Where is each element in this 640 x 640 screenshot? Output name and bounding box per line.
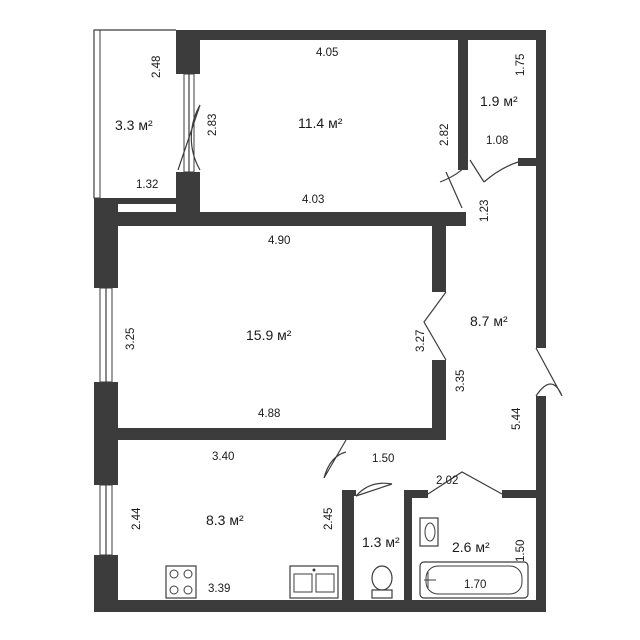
living-right-wall-upper (432, 226, 446, 292)
storage-area: 1.9 м² (480, 93, 518, 109)
bedroom-left-wall-bottom (176, 172, 200, 216)
hall-area: 8.7 м² (470, 313, 508, 329)
bath-top-wall-left (404, 490, 428, 498)
room-labels: 3.3 м² 1.32 2.48 11.4 м² 4.05 4.03 2.83 … (115, 47, 527, 595)
bedroom-area: 11.4 м² (298, 115, 343, 131)
storage-door (469, 159, 519, 183)
bathroom-door (427, 471, 503, 495)
toilet-bath-divider (404, 496, 412, 602)
hall-middle-dim: 3.35 (455, 370, 467, 392)
bedroom-left-wall-top (176, 30, 200, 74)
right-wall-lower (536, 396, 546, 612)
left-wall-1 (94, 198, 118, 288)
bathroom-width-dim: 2.02 (436, 475, 458, 487)
living-kitchen-wall (94, 428, 446, 440)
bedroom-bottom-dim: 4.03 (302, 194, 324, 206)
kitchen-right-wall (342, 490, 354, 602)
bathtub-length-dim: 1.70 (464, 579, 486, 591)
kitchen-left-dim: 2.44 (131, 507, 143, 530)
washbasin-icon (419, 517, 439, 547)
exterior-walls (94, 30, 546, 612)
windows (99, 73, 195, 556)
toilet-area: 1.3 м² (362, 534, 400, 550)
storage-left-wall (458, 30, 468, 170)
bathroom-depth-dim: 1.50 (515, 540, 527, 562)
doors (177, 104, 563, 497)
balcony-glazing (93, 29, 101, 199)
interior-walls (94, 30, 546, 602)
living-right-wall-lower (432, 360, 446, 440)
storage-bottom-wall (518, 158, 546, 166)
kitchen-top-dim: 3.40 (212, 451, 234, 463)
bath-top-wall-right (502, 490, 536, 498)
living-right-dim: 3.27 (415, 330, 427, 352)
toilet-door (355, 482, 393, 497)
left-wall-3 (94, 555, 118, 612)
balcony-area: 3.3 м² (115, 117, 153, 133)
balcony-door (177, 104, 201, 171)
kitchen-bottom-dim: 3.39 (208, 583, 230, 595)
bottom-wall (94, 600, 546, 612)
bedroom-living-wall (118, 212, 466, 226)
living-door (423, 291, 447, 361)
kitchen-right-dim: 2.45 (323, 508, 335, 530)
balcony-outline (93, 29, 176, 199)
hall-upper-dim: 1.23 (479, 200, 491, 222)
bedroom-right-dim: 2.82 (439, 124, 451, 146)
bedroom-top-dim: 4.05 (316, 47, 338, 59)
bathtub-icon (419, 561, 529, 599)
toilet-top-wall (342, 490, 356, 496)
bedroom-door (439, 165, 467, 209)
living-area: 15.9 м² (246, 327, 292, 343)
living-bottom-dim: 4.88 (258, 408, 280, 420)
toilet-icon (371, 565, 393, 599)
fixtures (165, 517, 529, 599)
hall-length-dim: 5.44 (511, 407, 523, 430)
living-left-dim: 3.25 (125, 328, 137, 350)
balcony-bottom-wall (94, 198, 200, 204)
balcony-length: 2.48 (151, 56, 163, 78)
kitchen-door (323, 439, 347, 479)
entrance-door (535, 347, 563, 397)
storage-width: 1.08 (486, 135, 508, 147)
bathroom-area: 2.6 м² (452, 539, 490, 555)
bedroom-left-dim: 2.83 (207, 114, 219, 136)
living-top-dim: 4.90 (268, 235, 290, 247)
hall-entry-dim: 1.50 (372, 453, 394, 465)
kitchen-sink-icon (289, 565, 339, 599)
stove-icon (165, 565, 197, 599)
right-wall-upper (536, 30, 546, 348)
kitchen-area: 8.3 м² (206, 512, 244, 528)
top-wall (176, 30, 546, 40)
storage-length: 1.75 (515, 54, 527, 76)
balcony-width: 1.32 (136, 179, 158, 191)
